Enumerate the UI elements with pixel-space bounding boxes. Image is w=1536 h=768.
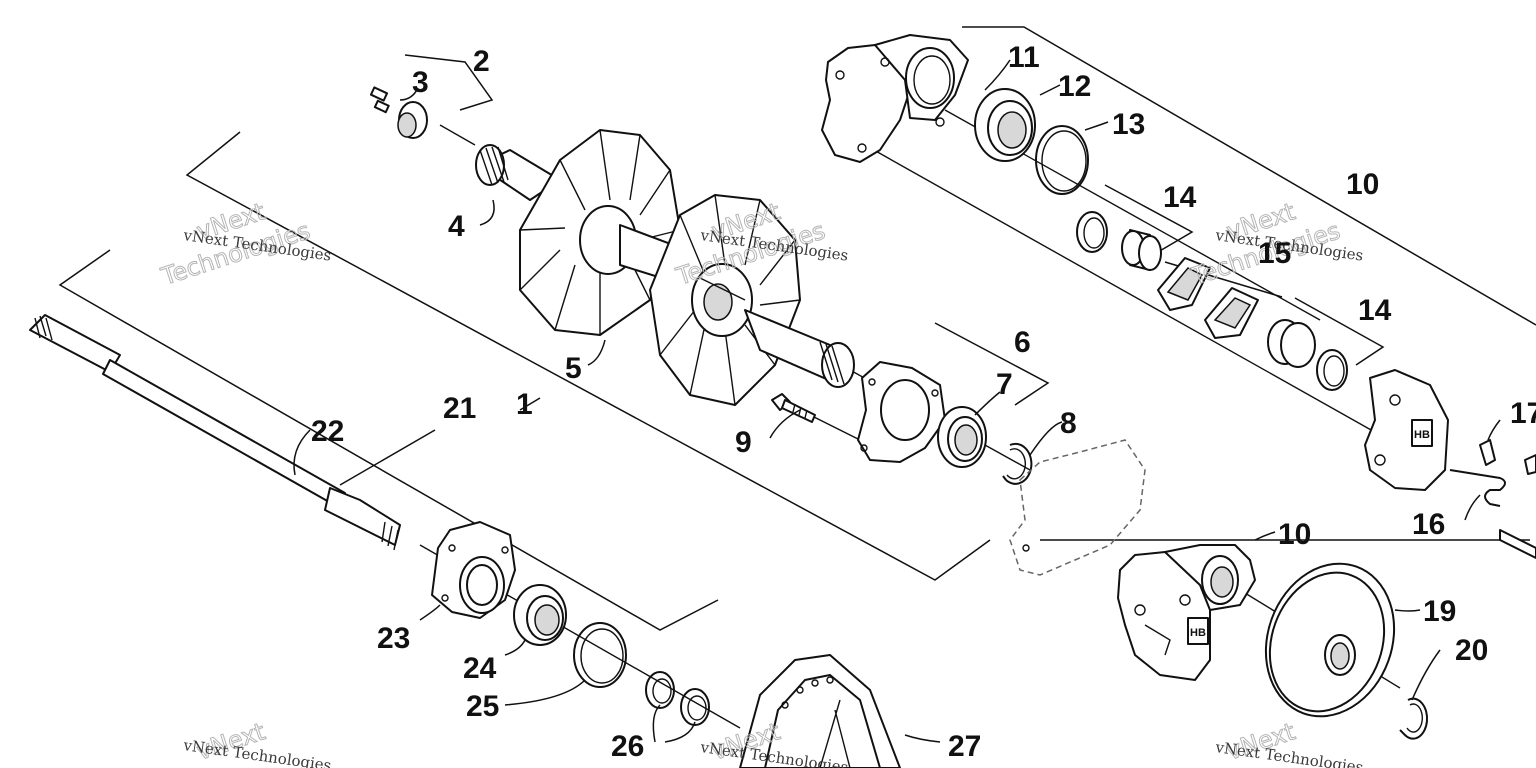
- callout-23: 23: [377, 622, 410, 655]
- part-14-upper-bushing: [1076, 211, 1162, 271]
- callout-10-upper: 10: [1346, 168, 1379, 201]
- part-24-bearing: [513, 584, 567, 646]
- callout-12: 12: [1058, 70, 1091, 103]
- callout-11: 11: [1008, 41, 1040, 74]
- part-22-axle-shaft: [29, 314, 401, 551]
- callout-14-upper: 14: [1163, 181, 1197, 214]
- part-3-bushing: [369, 86, 428, 139]
- part-8-snap-ring: [1002, 442, 1033, 485]
- callout-20: 20: [1455, 634, 1488, 667]
- part-7-seal: [937, 406, 987, 468]
- callout-1: 1: [516, 388, 533, 421]
- group-bracket-lines: [58, 26, 1536, 631]
- dashed-cover-plate: [1009, 439, 1146, 576]
- part-27-wheel: [739, 654, 901, 768]
- callout-4: 4: [448, 210, 465, 243]
- callout-10-lower: 10: [1278, 518, 1311, 551]
- lower-caliper-badge: HB: [1190, 627, 1206, 639]
- callout-21: 21: [443, 392, 476, 425]
- callout-5: 5: [565, 352, 582, 385]
- callout-13: 13: [1112, 108, 1145, 141]
- callout-16: 16: [1412, 508, 1445, 541]
- assembly-axis-lines: [419, 109, 1530, 729]
- part-17-right-caliper: HB: [1364, 369, 1536, 559]
- callout-25: 25: [466, 690, 499, 723]
- part-25-ring: [573, 622, 627, 688]
- callout-27: 27: [948, 730, 981, 763]
- part-9-bolt: [771, 393, 816, 423]
- callout-22: 22: [311, 415, 344, 448]
- callout-9: 9: [735, 426, 752, 459]
- callout-24: 24: [463, 652, 497, 685]
- part-16-clip-pin: [1449, 469, 1506, 507]
- callout-8: 8: [1060, 407, 1077, 440]
- part-26-washers: [645, 671, 710, 726]
- callout-17: 17: [1510, 397, 1536, 430]
- part-23-bearing-housing: [431, 521, 516, 619]
- part-13-ring: [1035, 125, 1089, 195]
- part-12-bearing: [974, 88, 1036, 162]
- callout-leaders: [293, 59, 1501, 743]
- part-6-plate: [857, 361, 946, 463]
- callout-7: 7: [996, 368, 1013, 401]
- callout-14-lower: 14: [1358, 294, 1392, 327]
- right-caliper-badge: HB: [1414, 429, 1430, 441]
- part-5-drive-sprocket: [475, 129, 855, 406]
- callout-2: 2: [473, 45, 490, 78]
- callout-6: 6: [1014, 326, 1031, 359]
- callout-19: 19: [1423, 595, 1456, 628]
- part-14-lower-bushing: [1267, 319, 1348, 391]
- part-20-circlip: [1399, 697, 1429, 740]
- part-10-lower-caliper: HB: [1117, 544, 1256, 681]
- callout-labels: 1 2 3 4 5 6 7 8 9 10 10 11 12 13 14 14 1…: [311, 41, 1536, 763]
- part-19-brake-disc: [1264, 562, 1396, 718]
- callout-3: 3: [412, 66, 429, 99]
- part-15-brake-pads: [1157, 257, 1259, 339]
- callout-15: 15: [1258, 237, 1291, 270]
- part-11-upper-caliper: [821, 34, 969, 163]
- callout-26: 26: [611, 730, 644, 763]
